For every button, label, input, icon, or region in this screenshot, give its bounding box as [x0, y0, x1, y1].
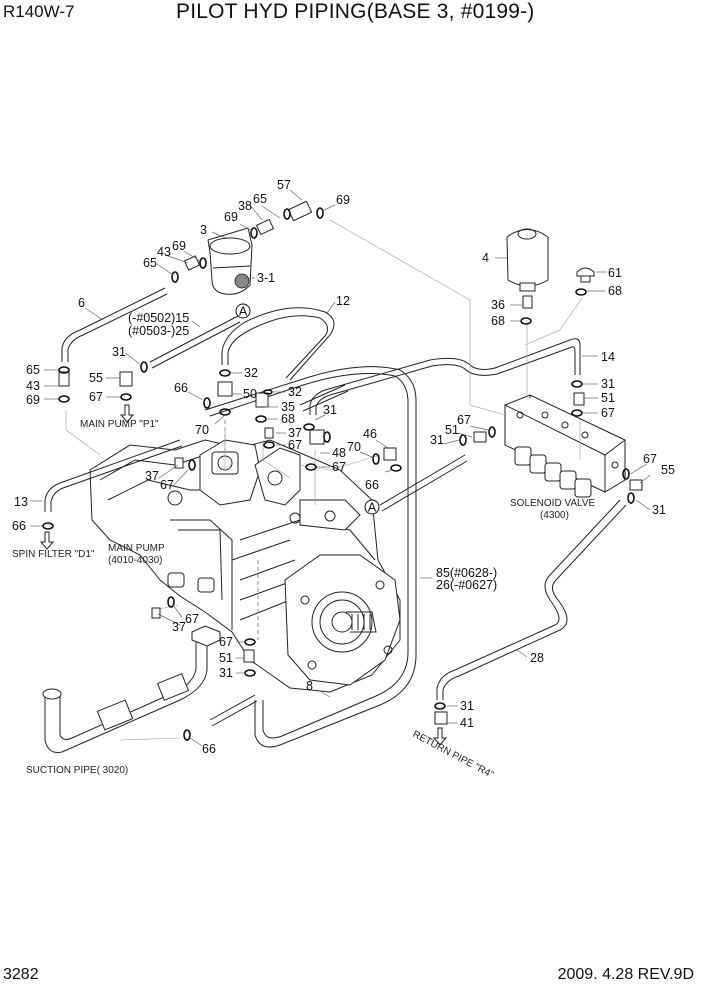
hose-15-25-label: (#0503-)25 — [128, 324, 189, 338]
part-label: 67 — [457, 413, 471, 427]
return-pipe-note: RETURN PIPE "R4" — [411, 729, 496, 781]
suction-pipe-note: SUCTION PIPE( 3020) — [26, 765, 128, 776]
part-label: 66 — [202, 742, 216, 756]
part-label: 31 — [430, 433, 444, 447]
leader-lines — [30, 189, 651, 747]
part-label: 43 — [26, 379, 40, 393]
part-label: 37 — [172, 620, 186, 634]
part-label: 28 — [530, 651, 544, 665]
part-label: 48 — [332, 446, 346, 460]
part-label: 68 — [281, 412, 295, 426]
part-label: 37 — [288, 426, 302, 440]
part-label: 31 — [601, 377, 615, 391]
part-label: 61 — [608, 266, 622, 280]
part-label: 66 — [12, 519, 26, 533]
o-rings — [42, 207, 635, 741]
main-pump — [89, 420, 401, 693]
part-label: 41 — [460, 716, 474, 730]
revision-date: 2009. 4.28 REV.9D — [557, 966, 694, 983]
part-label: 67 — [643, 452, 657, 466]
line-filter — [207, 227, 253, 295]
part-label: 65 — [253, 192, 267, 206]
part-label: 67 — [332, 460, 346, 474]
part-label: 55 — [89, 371, 103, 385]
part-label: 31 — [323, 403, 337, 417]
part-label: 38 — [238, 199, 252, 213]
part-label: 57 — [277, 178, 291, 192]
part-label: 68 — [608, 284, 622, 298]
part-label: 69 — [224, 210, 238, 224]
accumulator — [506, 228, 549, 309]
spin-filter-note: SPIN FILTER "D1" — [12, 549, 95, 560]
part-label: 31 — [652, 503, 666, 517]
part-label: 51 — [219, 651, 233, 665]
part-label: 3 — [200, 223, 207, 237]
part-label: 50 — [243, 387, 257, 401]
part-label: 55 — [661, 463, 675, 477]
callout-a-letter: A — [368, 501, 377, 515]
part-label: 68 — [491, 314, 505, 328]
part-label: 6 — [78, 296, 85, 310]
hose-85-26-label: 85(#0628-) — [436, 566, 497, 580]
part-labels: 57 69 38 65 69 3 69 43 65 3-1 6 12 4 61 … — [12, 178, 675, 756]
part-label: 12 — [336, 294, 350, 308]
part-label: 43 — [157, 245, 171, 259]
part-label: 67 — [601, 406, 615, 420]
part-label: 8 — [306, 679, 313, 693]
part-label: 31 — [460, 699, 474, 713]
part-label: 46 — [363, 427, 377, 441]
part-label: 66 — [174, 381, 188, 395]
part-label: 67 — [89, 390, 103, 404]
main-pump-code: (4010-4030) — [108, 555, 162, 566]
hose-85-26-label: 26(-#0627) — [436, 578, 497, 592]
part-label: 67 — [288, 438, 302, 452]
suction-pipe — [42, 625, 221, 753]
part-label: 4 — [482, 251, 489, 265]
part-label: 69 — [172, 239, 186, 253]
part-label: 35 — [281, 400, 295, 414]
hoses — [44, 287, 627, 748]
part-label: 36 — [491, 298, 505, 312]
solenoid-valve-code: (4300) — [540, 510, 569, 521]
part-label: 13 — [14, 495, 28, 509]
part-label: 65 — [26, 363, 40, 377]
part-label: 67 — [160, 478, 174, 492]
part-label: 37 — [145, 469, 159, 483]
part-label: 67 — [219, 635, 233, 649]
direction-arrows — [39, 404, 448, 746]
part-label: 66 — [365, 478, 379, 492]
part-label: 31 — [112, 345, 126, 359]
page-number: 3282 — [3, 966, 39, 983]
part-label: 69 — [336, 193, 350, 207]
main-pump-p1-note: MAIN PUMP "P1" — [80, 419, 159, 430]
solenoid-valve — [504, 394, 626, 498]
routing-lines — [65, 219, 583, 741]
part-label: 31 — [219, 666, 233, 680]
part-label: 51 — [601, 391, 615, 405]
part-label: 51 — [445, 423, 459, 437]
part-label: 67 — [185, 612, 199, 626]
callout-a-top: A — [235, 303, 251, 319]
part-label: 14 — [601, 350, 615, 364]
solenoid-valve-note: SOLENOID VALVE — [510, 498, 596, 509]
part-label: 69 — [26, 393, 40, 407]
solenoid-coils — [514, 446, 592, 498]
part-label: 70 — [347, 440, 361, 454]
hose-15-25-label: (-#0502)15 — [128, 311, 189, 325]
callout-a-letter: A — [239, 305, 248, 319]
fittings — [58, 200, 643, 725]
main-pump-note: MAIN PUMP — [108, 543, 165, 554]
part-label: 3-1 — [257, 271, 275, 285]
model-code: R140W-7 — [3, 2, 75, 21]
part-label: 65 — [143, 256, 157, 270]
part-label: 32 — [244, 366, 258, 380]
part-label: 70 — [195, 423, 209, 437]
plug — [576, 267, 595, 283]
page-title: PILOT HYD PIPING(BASE 3, #0199-) — [176, 0, 535, 23]
part-label: 32 — [288, 385, 302, 399]
callout-a-bottom: A — [364, 499, 380, 515]
